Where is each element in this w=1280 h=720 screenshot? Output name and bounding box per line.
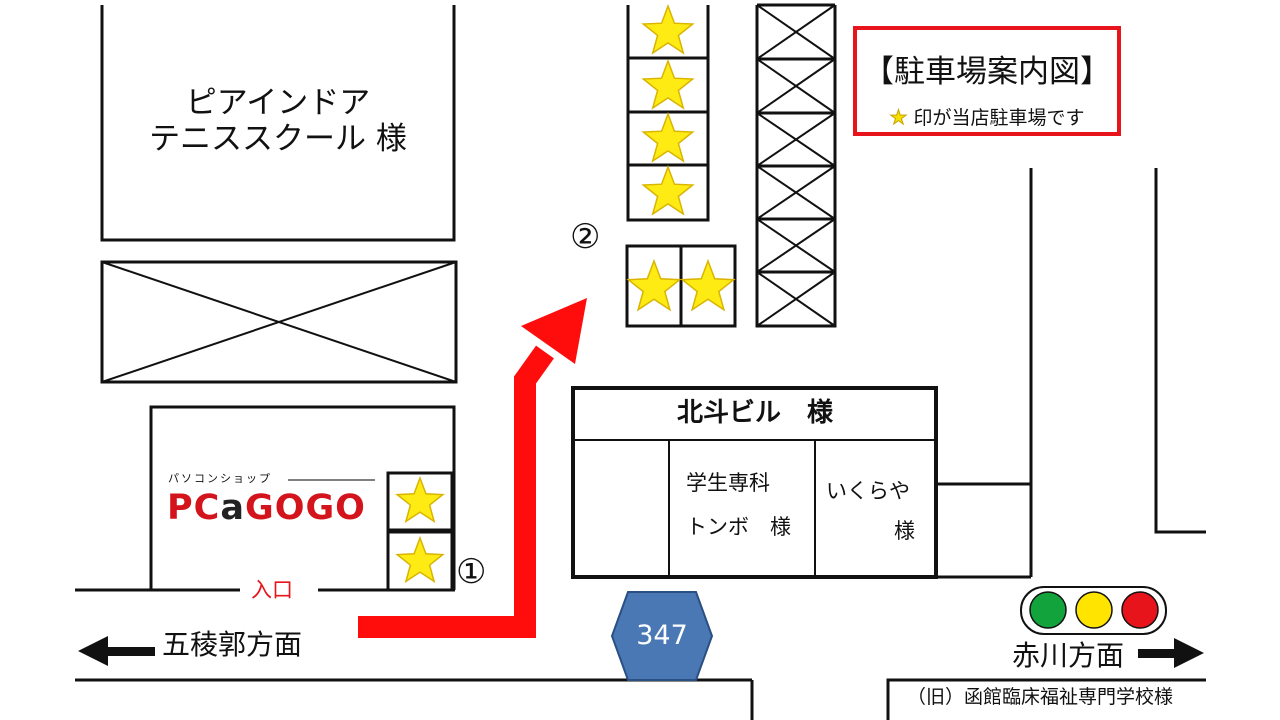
lot1-star-1-icon [395, 475, 445, 524]
pc-shop-building [149, 405, 456, 590]
ikuraya-name-line2: 様 [894, 519, 915, 543]
logo-subtitle: パソコンショップ [168, 472, 272, 485]
entrance-label: 入口 [251, 578, 293, 602]
star-icon: ★ [889, 105, 908, 130]
tombo-name-line2: トンボ 様 [686, 515, 791, 539]
hokuto-building-name: 北斗ビル 様 [676, 398, 833, 428]
logo-part-pc: PC [167, 488, 221, 528]
tombo-name-line1: 学生専科 [686, 471, 770, 495]
lot2-star-6-icon [680, 258, 736, 312]
logo-part-gogo: GOGO [244, 488, 366, 528]
shop-logo: PCaGOGO [167, 488, 366, 528]
traffic-light [1020, 586, 1167, 635]
lot2-star-1-icon [641, 3, 695, 55]
unavailable-lot-column [755, 3, 837, 328]
lot2-star-3-icon [641, 111, 695, 163]
direction-right-label: 赤川方面 [1012, 639, 1125, 672]
lot2-star-5-icon [626, 258, 682, 312]
right-direction-arrow [1138, 638, 1204, 668]
lot1-star-2-icon [395, 535, 445, 584]
legend-box: 【駐車場案内図】 ★ 印が当店駐車場です [853, 26, 1121, 136]
school-name: （旧）函館臨床福祉専門学校様 [907, 686, 1174, 708]
lot-1-marker: ① [456, 552, 487, 592]
legend-title: 【駐車場案内図】 [863, 54, 1111, 90]
lot-2-marker: ② [570, 217, 601, 257]
parking-stars [395, 3, 736, 584]
left-direction-arrow [78, 636, 155, 666]
street-line-right-3 [1154, 168, 1206, 534]
lot2-star-2-icon [641, 58, 695, 110]
unavailable-lot-left [100, 260, 458, 384]
parking-lot-2-row [625, 244, 737, 328]
route-347-sign [610, 591, 714, 681]
legend-note: ★ 印が当店駐車場です [857, 103, 1117, 130]
tennis-school-name-line2: テニススクール 様 [149, 121, 407, 157]
route-arrow [358, 298, 587, 638]
parking-lot-1 [386, 471, 454, 592]
ikuraya-name-line1: いくらや [826, 479, 910, 503]
logo-part-a: a [220, 488, 245, 528]
legend-note-text: 印が当店駐車場です [913, 107, 1085, 129]
school-building [886, 678, 1206, 720]
tennis-school-building [100, 5, 456, 242]
direction-left-label: 五稜郭方面 [162, 628, 303, 661]
tennis-school-name-line1: ピアインドア [185, 85, 371, 121]
lot2-star-4-icon [641, 164, 695, 216]
route-number: 347 [636, 620, 688, 651]
